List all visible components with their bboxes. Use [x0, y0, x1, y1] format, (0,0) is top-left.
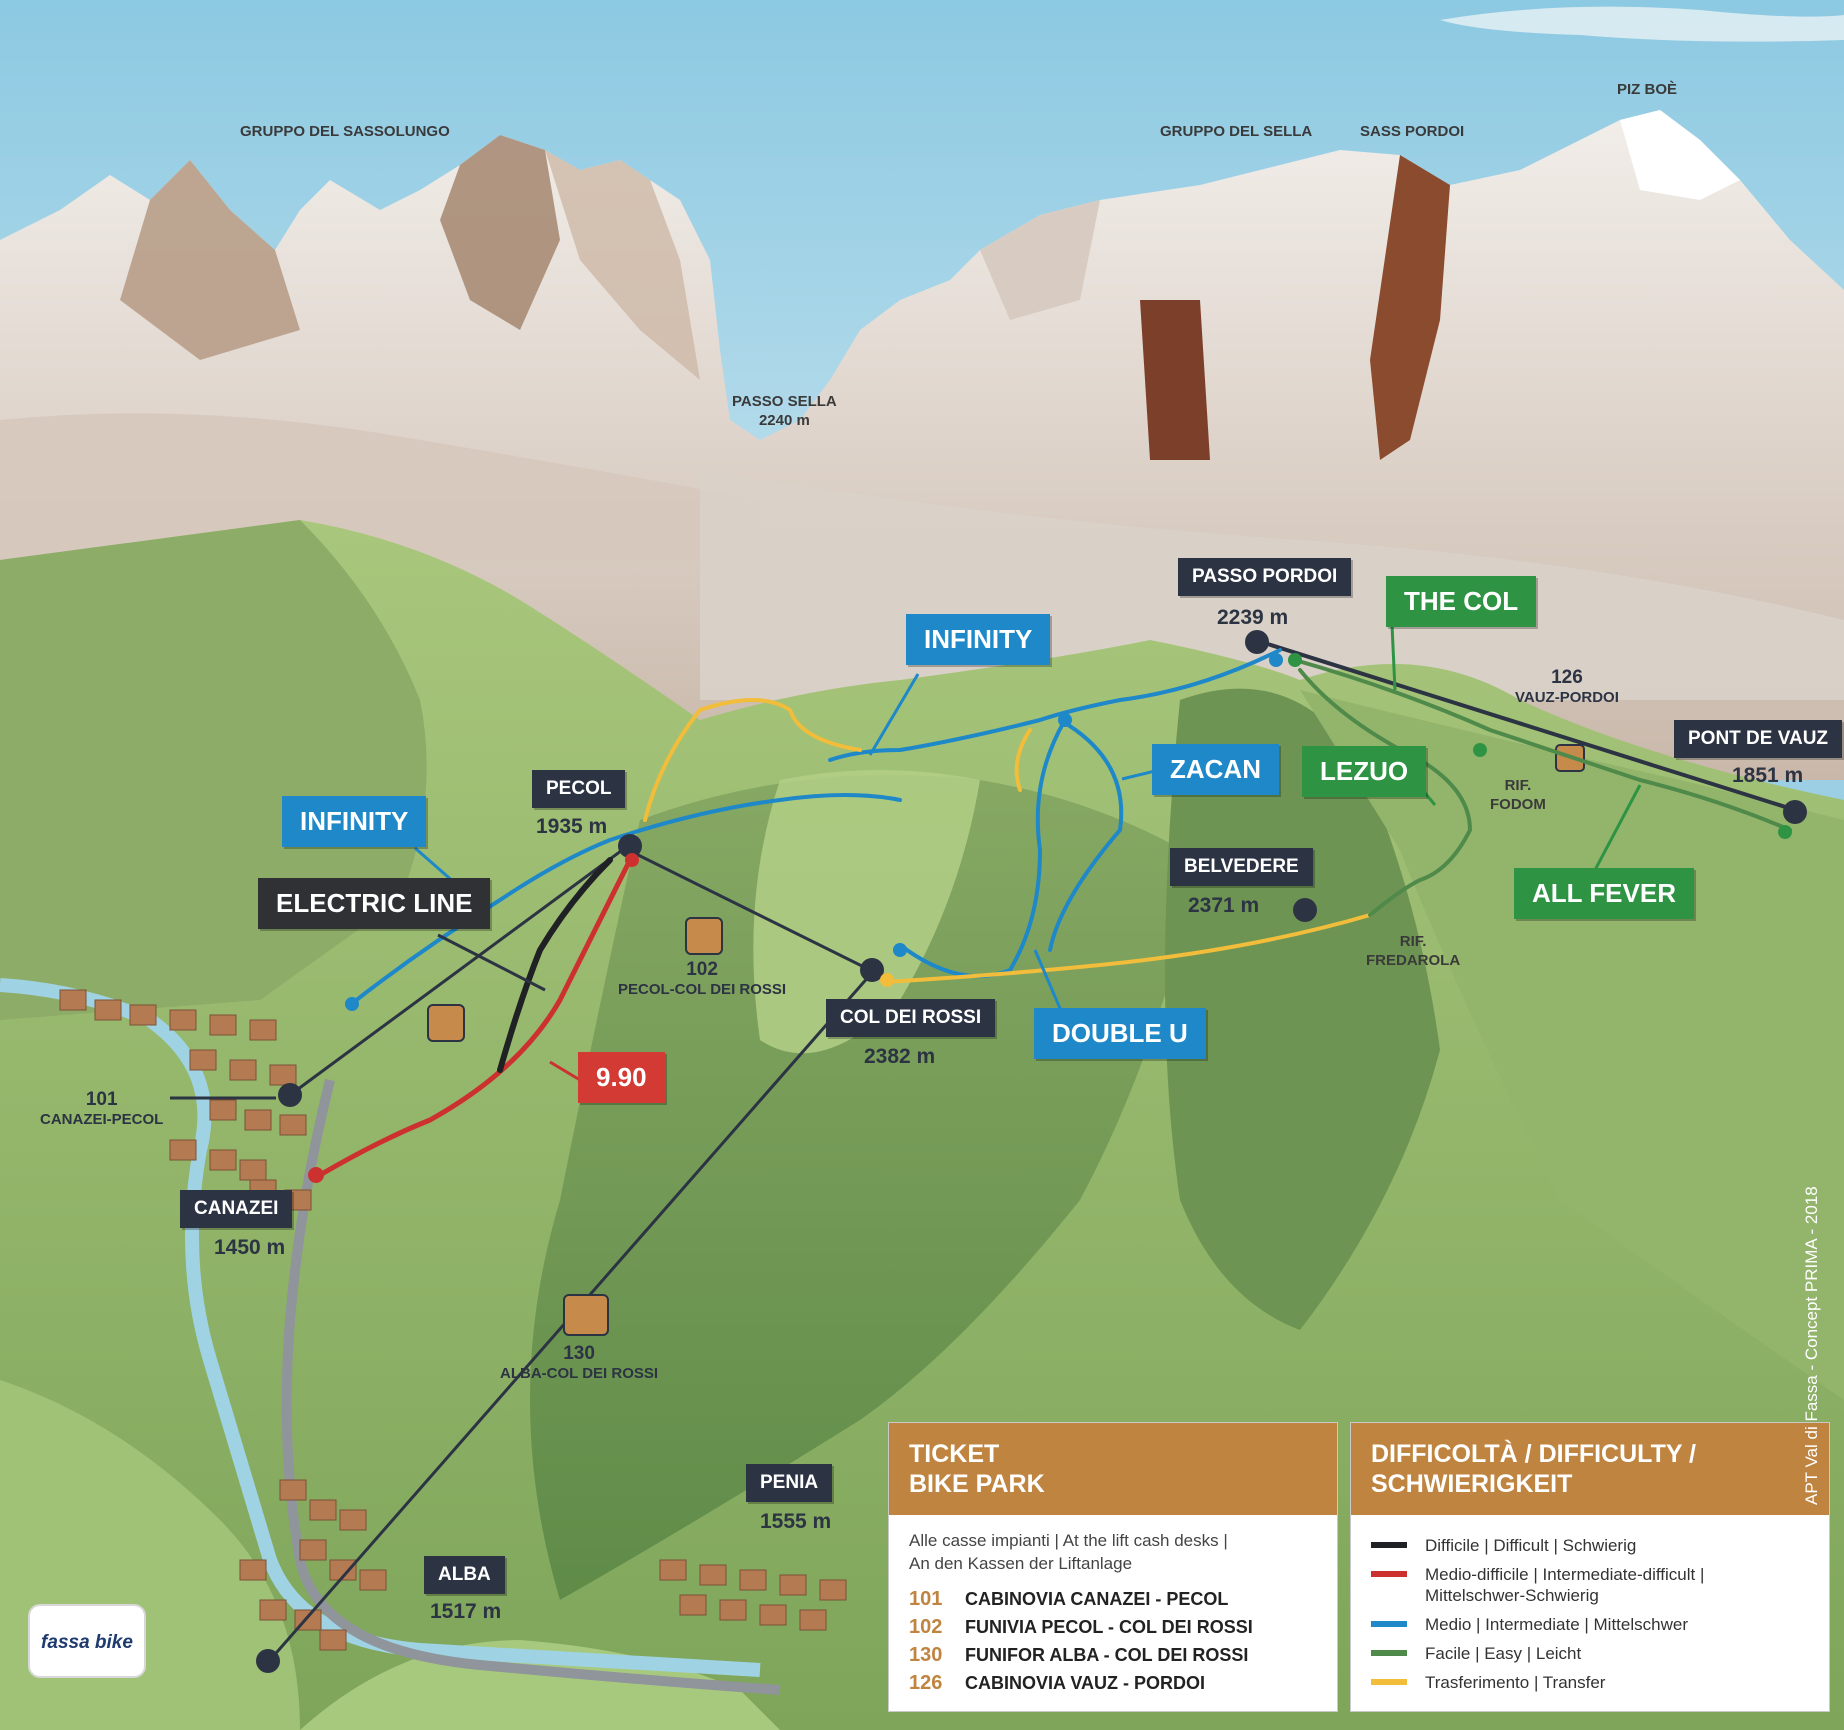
difficulty-item: Medio | Intermediate | Mittelschwer [1371, 1614, 1809, 1635]
ticket-item-number: 126 [909, 1672, 943, 1694]
trail-electric-line[interactable]: ELECTRIC LINE [258, 878, 491, 929]
lift-name: PECOL-COL DEI ROSSI [618, 981, 787, 998]
ticket-item: 102 FUNIVIA PECOL - COL DEI ROSSI [909, 1613, 1317, 1641]
trail-markers [308, 653, 1792, 1183]
ticket-title-line1: TICKET [909, 1440, 1000, 1468]
ticket-item-number: 102 [909, 1616, 943, 1638]
difficulty-swatch [1371, 1621, 1407, 1627]
ticket-item-label: CABINOVIA VAUZ - PORDOI [965, 1673, 1206, 1693]
lift-number: 101 [85, 1089, 118, 1110]
peak-label-passo-sella: PASSO SELLA 2240 m [732, 392, 837, 430]
trail-infinity-left[interactable]: INFINITY [282, 796, 427, 847]
peak-label-gruppo-sella: GRUPPO DEL SELLA [1160, 123, 1313, 140]
village-houses [59, 989, 847, 1651]
difficulty-item: Difficile | Difficult | Schwierig [1371, 1535, 1809, 1556]
ticket-title-line2: BIKE PARK [909, 1470, 1045, 1498]
location-canazei: CANAZEI [180, 1190, 293, 1228]
trail-9-90[interactable]: 9.90 [578, 1052, 665, 1103]
ticket-panel: TICKET BIKE PARK Alle casse impianti | A… [888, 1422, 1338, 1712]
location-col-dei-rossi: COL DEI ROSSI [826, 999, 996, 1037]
location-passo-pordoi: PASSO PORDOI [1178, 558, 1352, 596]
ticket-item-label: FUNIVIA PECOL - COL DEI ROSSI [965, 1617, 1253, 1637]
difficulty-swatch [1371, 1571, 1407, 1577]
lift-name: VAUZ-PORDOI [1515, 689, 1619, 706]
lift-number: 102 [686, 959, 718, 980]
fassa-bike-logo: fassa bike [30, 1606, 144, 1676]
trail-all-fever[interactable]: ALL FEVER [1514, 868, 1694, 919]
difficulty-title-line2: SCHWIERIGKEIT [1371, 1470, 1573, 1498]
stations [256, 630, 1807, 1673]
ticket-item: 130 FUNIFOR ALBA - COL DEI ROSSI [909, 1641, 1317, 1669]
elevation-passo-pordoi: 2239 m [1217, 606, 1289, 629]
trail-the-col[interactable]: THE COL [1386, 576, 1537, 627]
lift-number: 130 [563, 1343, 595, 1364]
elevation-canazei: 1450 m [214, 1236, 286, 1259]
pass-elevation: 2240 m [758, 412, 810, 429]
difficulty-label: Trasferimento | Transfer [1425, 1673, 1606, 1692]
difficulty-title-line1: DIFFICOLTÀ / DIFFICULTY / [1371, 1440, 1696, 1468]
location-pecol: PECOL [532, 770, 626, 808]
peak-label-sassolungo: GRUPPO DEL SASSOLUNGO [240, 123, 450, 140]
ticket-item-number: 130 [909, 1644, 943, 1666]
ticket-item-label: FUNIFOR ALBA - COL DEI ROSSI [965, 1645, 1249, 1665]
elevation-belvedere: 2371 m [1188, 894, 1260, 917]
difficulty-item: Facile | Easy | Leicht [1371, 1643, 1809, 1664]
difficulty-label: Difficile | Difficult | Schwierig [1425, 1536, 1637, 1555]
difficulty-swatch [1371, 1650, 1407, 1656]
elevation-pont-de-vauz: 1851 m [1732, 764, 1804, 787]
peak-label-sass-pordoi: SASS PORDOI [1360, 123, 1465, 140]
difficulty-item: Trasferimento | Transfer [1371, 1672, 1809, 1693]
ticket-item-label: CABINOVIA CANAZEI - PECOL [965, 1589, 1229, 1609]
location-pont-de-vauz: PONT DE VAUZ [1674, 720, 1843, 758]
bike-trails [317, 648, 1792, 1178]
location-belvedere: BELVEDERE [1170, 848, 1313, 886]
location-penia: PENIA [746, 1464, 833, 1502]
hut-rif-fodom: RIF. FODOM [1490, 777, 1546, 813]
gondola-cabins [427, 744, 1585, 1336]
ticket-header: TICKET BIKE PARK [889, 1423, 1337, 1515]
ticket-item: 101 CABINOVIA CANAZEI - PECOL [909, 1585, 1317, 1613]
elevation-penia: 1555 m [760, 1510, 832, 1533]
cloud [1440, 6, 1844, 42]
logo-text: fassa bike [41, 1632, 133, 1653]
difficulty-label: Medio | Intermediate | Mittelschwer [1425, 1615, 1688, 1634]
difficulty-item: Medio-difficile | Intermediate-difficult… [1371, 1564, 1809, 1606]
difficulty-label: Medio-difficile | Intermediate-difficult… [1425, 1565, 1705, 1605]
river [0, 978, 761, 1677]
pass-name: PASSO SELLA [732, 393, 837, 410]
elevation-col-dei-rossi: 2382 m [864, 1045, 936, 1068]
elevation-pecol: 1935 m [536, 815, 608, 838]
lift-name: ALBA-COL DEI ROSSI [500, 1365, 659, 1382]
difficulty-header: DIFFICOLTÀ / DIFFICULTY / SCHWIERIGKEIT [1351, 1423, 1829, 1515]
elevation-alba: 1517 m [430, 1600, 502, 1623]
ticket-item-number: 101 [909, 1588, 943, 1610]
peak-label-piz-boe: PIZ BOÈ [1617, 81, 1678, 98]
trail-infinity-upper[interactable]: INFINITY [906, 614, 1051, 665]
ticket-note-line1: Alle casse impianti | At the lift cash d… [909, 1531, 1228, 1550]
trail-double-u[interactable]: DOUBLE U [1034, 1008, 1206, 1059]
ticket-item: 126 CABINOVIA VAUZ - PORDOI [909, 1669, 1317, 1697]
ticket-note-line2: An den Kassen der Liftanlage [909, 1554, 1133, 1573]
lift-name: CANAZEI-PECOL [40, 1111, 164, 1128]
credit-text: APT Val di Fassa - Concept PRIMA - 2018 [1802, 1186, 1821, 1505]
difficulty-legend: DIFFICOLTÀ / DIFFICULTY / SCHWIERIGKEIT … [1350, 1422, 1830, 1712]
difficulty-label: Facile | Easy | Leicht [1425, 1644, 1582, 1663]
difficulty-swatch [1371, 1679, 1407, 1685]
hut-rif-fredarola: RIF. FREDAROLA [1366, 933, 1461, 969]
difficulty-swatch [1371, 1542, 1407, 1548]
lift-number: 126 [1551, 667, 1583, 688]
ticket-note: Alle casse impianti | At the lift cash d… [909, 1529, 1317, 1575]
location-alba: ALBA [424, 1556, 505, 1594]
trail-lezuo[interactable]: LEZUO [1302, 746, 1427, 797]
trail-zacan[interactable]: ZACAN [1152, 744, 1279, 795]
